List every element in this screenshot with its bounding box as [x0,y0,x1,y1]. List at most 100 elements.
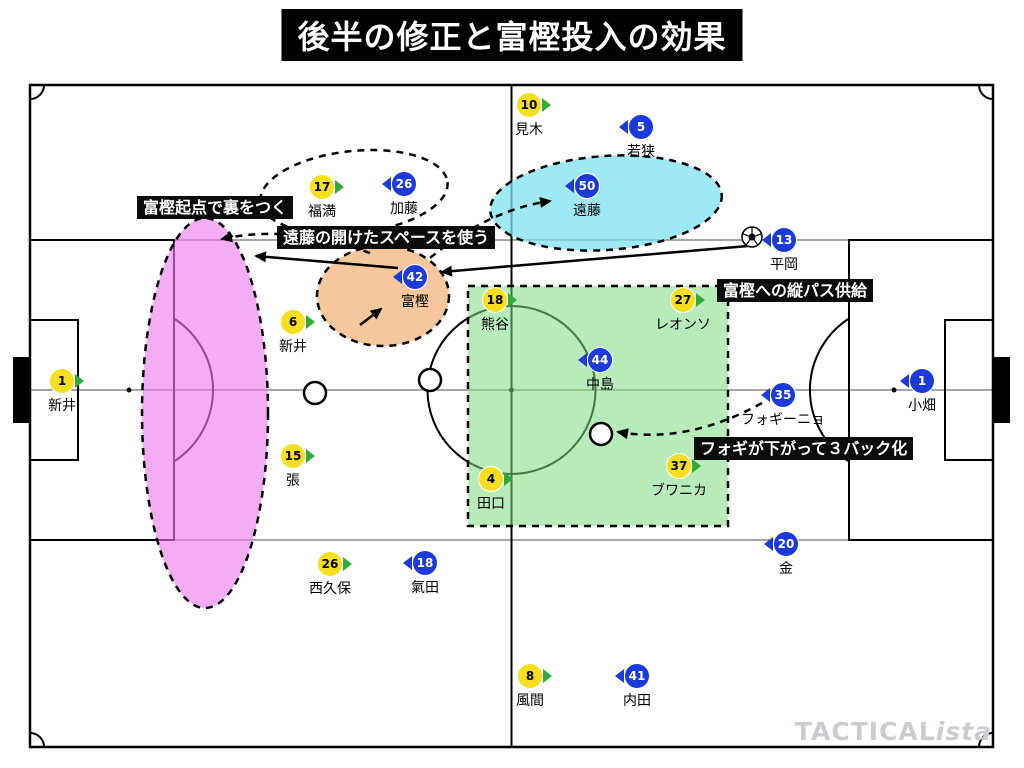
goal-right [993,357,1010,423]
direction-wedge-icon [696,293,705,307]
player-number: 18 [486,293,504,307]
player-marker-yellow-37[interactable]: 37 ブワニカ [651,453,707,499]
annotation-label[interactable]: 遠藤の開けたスペースを使う [277,226,496,249]
player-number: 44 [591,353,609,367]
player-name-label: 内田 [623,693,651,709]
player-number: 13 [775,233,793,247]
player-number: 1 [917,374,927,388]
direction-wedge-icon [508,293,517,307]
direction-wedge-icon [75,374,84,388]
player-name-label: 風間 [516,693,544,709]
player-marker-blue-13[interactable]: 13 平岡 [762,227,798,273]
zone-left-channel[interactable] [140,216,270,610]
annotation-label[interactable]: 富樫への縦パス供給 [717,279,874,302]
annotation-label[interactable]: 富樫起点で裏をつく [137,196,294,219]
player-marker-yellow-8[interactable]: 8 風間 [516,663,552,709]
player-number: 27 [674,293,692,307]
direction-wedge-icon [504,472,513,486]
direction-wedge-icon [403,556,412,570]
penalty-spot-left [126,387,132,393]
player-number: 18 [416,556,434,570]
player-marker-yellow-15[interactable]: 15 張 [280,443,315,489]
arrow-togashi-pointer[interactable] [359,307,383,326]
player-name-label: フォギーニョ [741,412,825,428]
direction-wedge-icon [619,120,628,134]
page-title[interactable]: 後半の修正と富樫投入の効果 [281,9,743,61]
player-name-label: 新井 [279,339,307,355]
direction-wedge-icon [542,98,551,112]
goal-left [13,357,30,423]
direction-wedge-icon [578,353,587,367]
player-name-label: レオンソ [655,317,711,333]
direction-wedge-icon [306,315,315,329]
player-name-label: 富樫 [401,294,429,310]
vacated-position-marker[interactable] [417,367,443,393]
player-number: 6 [288,315,298,329]
vacated-positions [302,367,614,447]
player-number: 42 [406,270,424,284]
player-name-label: 加藤 [390,201,418,217]
player-name-label: 福満 [308,204,336,220]
arrow-pass-to-togashi[interactable] [440,244,749,277]
vacated-position-marker[interactable] [588,421,614,447]
player-number: 8 [525,669,535,683]
corner-arc [29,84,45,100]
direction-wedge-icon [900,374,909,388]
direction-wedge-icon [393,270,402,284]
player-name-label: 新井 [48,398,76,414]
direction-wedge-icon [615,669,624,683]
vacated-position-marker[interactable] [302,380,328,406]
player-number: 15 [284,449,302,463]
player-name-label: 平岡 [770,257,798,273]
player-name-label: 中島 [586,377,614,393]
direction-wedge-icon [306,449,315,463]
player-marker-yellow-6[interactable]: 6 新井 [279,309,315,355]
player-marker-blue-26[interactable]: 26 加藤 [382,171,418,217]
direction-wedge-icon [761,388,770,402]
watermark-main: TACTICAL [794,717,936,746]
annotation-label[interactable]: フォギが下がって３バック化 [694,437,914,460]
player-marker-yellow-27[interactable]: 27 レオンソ [655,287,711,333]
player-number: 17 [313,180,331,194]
player-number: 1 [57,374,67,388]
direction-wedge-icon [762,233,771,247]
player-marker-yellow-17[interactable]: 17 福満 [308,174,344,220]
player-marker-yellow-1[interactable]: 1 新井 [48,368,84,414]
player-number: 37 [670,459,688,473]
watermark-logo: TACTICALista [795,717,992,746]
corner-arc [978,84,994,100]
arrow-run-behind[interactable] [254,251,399,270]
player-name-label: 熊谷 [481,317,509,333]
direction-wedge-icon [343,557,352,571]
player-number: 20 [777,537,795,551]
zone-midfield-box[interactable] [466,284,730,528]
player-marker-blue-44[interactable]: 44 中島 [578,347,614,393]
arrow-foggi-drop[interactable] [616,401,763,440]
corner-arc [978,732,994,748]
player-marker-yellow-18[interactable]: 18 熊谷 [481,287,517,333]
direction-wedge-icon [382,177,391,191]
player-marker-blue-42[interactable]: 42 富樫 [393,264,429,310]
zone-endo-space[interactable] [487,148,725,258]
penalty-spot-right [891,387,897,393]
player-name-label: ブワニカ [651,483,707,499]
direction-wedge-icon [764,537,773,551]
player-name-label: 田口 [477,496,505,512]
player-number: 26 [395,177,413,191]
player-name-label: 見木 [515,122,543,138]
player-name-label: 張 [286,473,300,489]
